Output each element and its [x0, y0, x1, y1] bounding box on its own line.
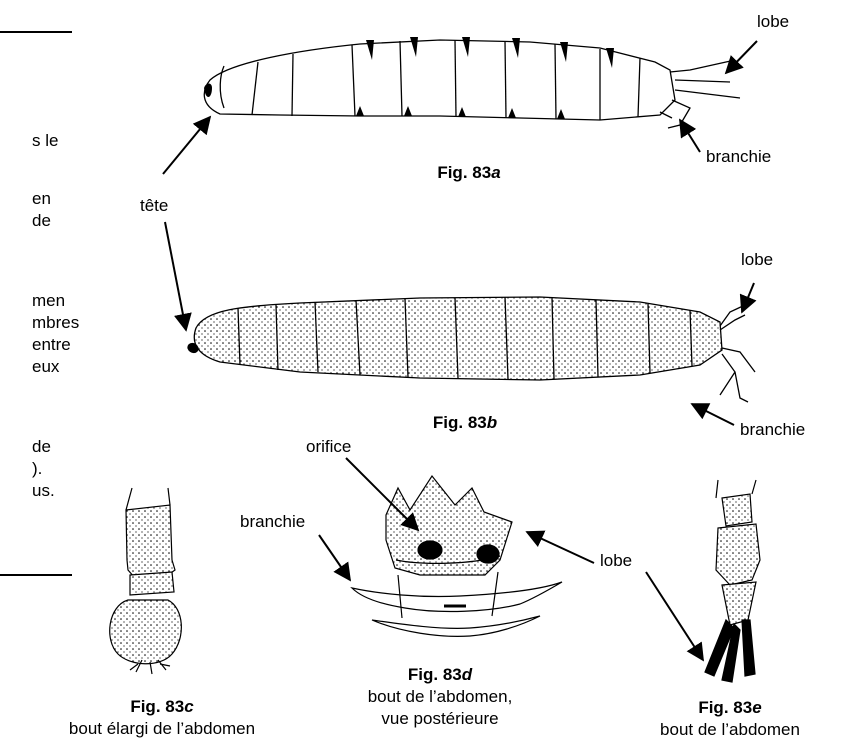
caption-desc: bout de l’abdomen, — [368, 687, 513, 706]
fig-c-drawing — [110, 488, 182, 674]
caption-fig-83a: Fig. 83a — [414, 162, 524, 184]
caption-letter: b — [487, 413, 497, 432]
caption-prefix: Fig. 83 — [698, 698, 752, 717]
larva-a-spots — [204, 37, 614, 119]
caption-fig-83b: Fig. 83b — [410, 412, 520, 434]
label-branchie-a: branchie — [706, 147, 771, 167]
caption-fig-83d: Fig. 83d bout de l’abdomen, vue postérie… — [340, 664, 540, 730]
label-lobe-b: lobe — [741, 250, 773, 270]
caption-fig-83c: Fig. 83c bout élargi de l’abdomen — [52, 696, 272, 740]
label-branchie-b: branchie — [740, 420, 805, 440]
label-orifice: orifice — [306, 437, 351, 457]
label-lobe-a: lobe — [757, 12, 789, 32]
larva-a-drawing — [204, 40, 740, 128]
caption-letter: a — [491, 163, 500, 182]
fig-d-drawing — [352, 476, 562, 636]
caption-letter: e — [752, 698, 761, 717]
caption-fig-83e: Fig. 83e bout de l’abdomen — [640, 697, 820, 741]
label-tete: tête — [140, 196, 168, 216]
fig-e-drawing — [705, 480, 760, 682]
caption-desc: bout élargi de l’abdomen — [69, 719, 255, 738]
caption-letter: d — [462, 665, 472, 684]
caption-prefix: Fig. 83 — [130, 697, 184, 716]
caption-desc: bout de l’abdomen — [660, 720, 800, 739]
larva-b-drawing — [188, 297, 755, 402]
caption-letter: c — [184, 697, 193, 716]
caption-desc: vue postérieure — [381, 709, 498, 728]
label-lobe-de: lobe — [600, 551, 632, 571]
label-branchie-d: branchie — [240, 512, 305, 532]
caption-prefix: Fig. 83 — [437, 163, 491, 182]
caption-prefix: Fig. 83 — [408, 665, 462, 684]
caption-prefix: Fig. 83 — [433, 413, 487, 432]
